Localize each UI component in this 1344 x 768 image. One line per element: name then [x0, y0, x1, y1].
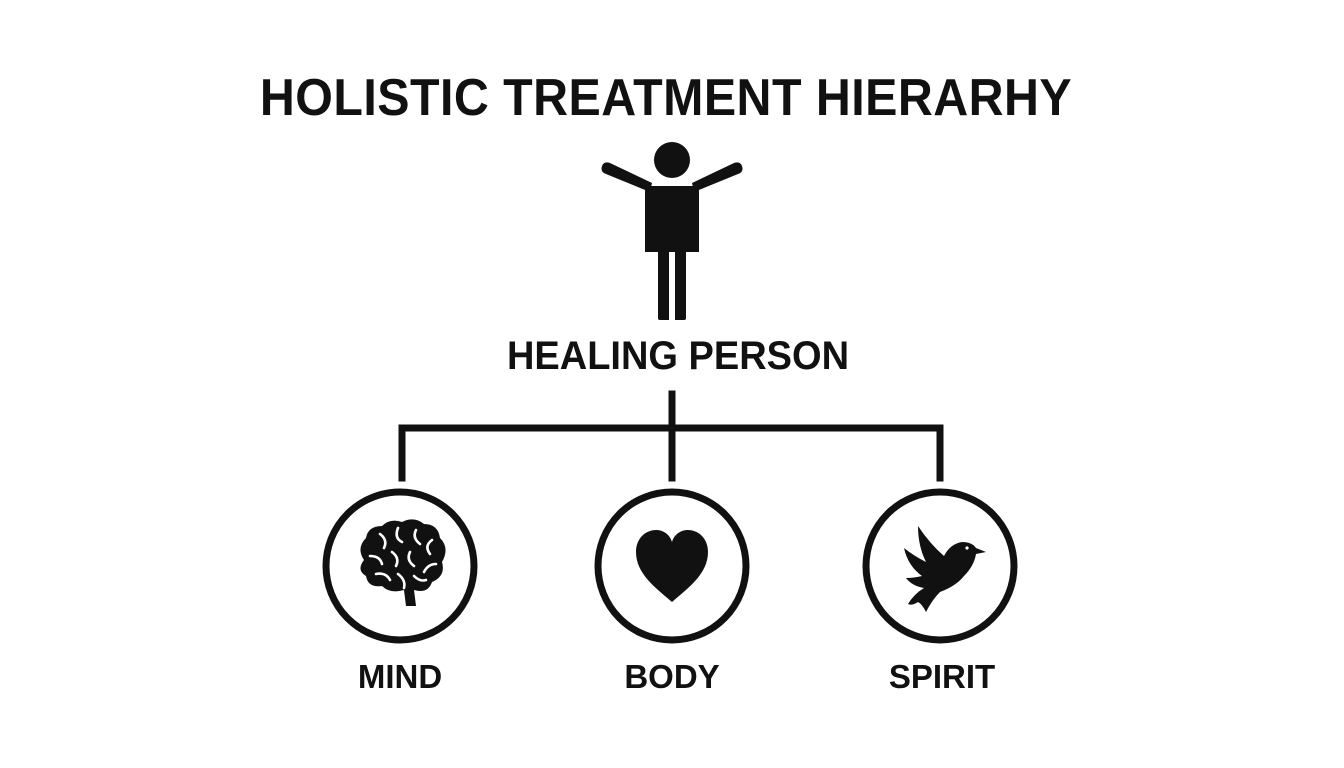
person-arms-raised-icon [601, 142, 743, 320]
branch-connector [398, 424, 944, 482]
spirit-node [862, 488, 1018, 644]
hierarchy-connectors [398, 390, 944, 482]
mind-label: MIND [357, 658, 443, 695]
heart-icon [636, 530, 708, 602]
diagram-title: HOLISTIC TREATMENT HIERARHY [259, 69, 1073, 127]
root-label: HEALING PERSON [506, 334, 850, 378]
body-label: BODY [624, 658, 720, 695]
mind-node [322, 488, 478, 644]
dove-eye [965, 546, 969, 550]
body-node [594, 488, 750, 644]
brain-icon [360, 519, 446, 606]
spirit-label: SPIRIT [888, 658, 996, 695]
